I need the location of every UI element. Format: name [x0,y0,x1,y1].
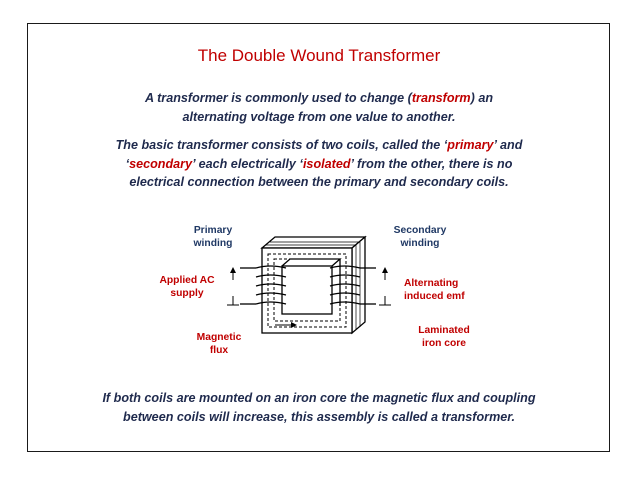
laminated-core-label: Laminated iron core [409,324,479,350]
primary-winding-label: Primary winding [183,224,243,250]
highlight-transform: transform [411,91,471,105]
label-line: Applied AC [159,275,215,286]
label-line: Secondary [393,225,447,236]
basic-text: The basic transformer consists of two co… [115,138,448,152]
slide-title: The Double Wound Transformer [197,46,441,65]
basic-line-1: The basic transformer consists of two co… [30,136,608,155]
label-line: induced emf [404,291,465,302]
label-line: Alternating [404,278,459,289]
label-line: Primary [193,225,233,236]
intro-line-2: alternating voltage from one value to an… [182,109,456,124]
magnetic-flux-label: Magnetic flux [188,331,250,357]
conclusion-line-1: If both coils are mounted on an iron cor… [102,391,536,405]
label-line: iron core [421,338,467,349]
intro-text: ) an [470,91,494,105]
intro-text: A transformer is commonly used to change… [144,91,412,105]
secondary-winding-label: Secondary winding [385,224,455,250]
alternating-emf-label: Alternating induced emf [404,277,484,303]
conclusion-paragraph: If both coils are mounted on an iron cor… [30,389,608,426]
basic-text: ’ each electrically ‘ [192,156,303,171]
basic-text: ’ and [493,138,523,152]
label-line: Laminated [418,325,470,336]
label-line: winding [193,238,233,249]
applied-ac-arrow [227,267,239,306]
basic-line-3: electrical connection between the primar… [129,175,509,189]
label-line: Magnetic [196,332,242,343]
conclusion-line-2: between coils will increase, this assemb… [123,409,515,424]
label-line: winding [400,238,440,249]
intro-paragraph: A transformer is commonly used to change… [40,89,598,126]
basic-paragraph: The basic transformer consists of two co… [30,136,608,192]
highlight-primary: primary [447,138,494,152]
lamination-lines [266,241,361,330]
highlight-isolated: isolated [302,156,351,171]
basic-text: ’ from the other, there is no [350,156,513,171]
secondary-coil [329,265,376,305]
highlight-secondary: secondary [129,156,193,171]
label-line: flux [209,345,229,356]
flux-path [267,253,347,328]
label-line: supply [170,288,204,299]
induced-emf-arrow [379,267,391,306]
basic-text: ‘ [125,156,130,171]
primary-coil [240,265,287,305]
slide-frame [27,23,610,452]
intro-line-1: A transformer is commonly used to change… [40,89,598,108]
basic-line-2: ‘secondary’ each electrically ‘isolated’… [30,155,608,174]
applied-ac-supply-label: Applied AC supply [148,274,226,300]
